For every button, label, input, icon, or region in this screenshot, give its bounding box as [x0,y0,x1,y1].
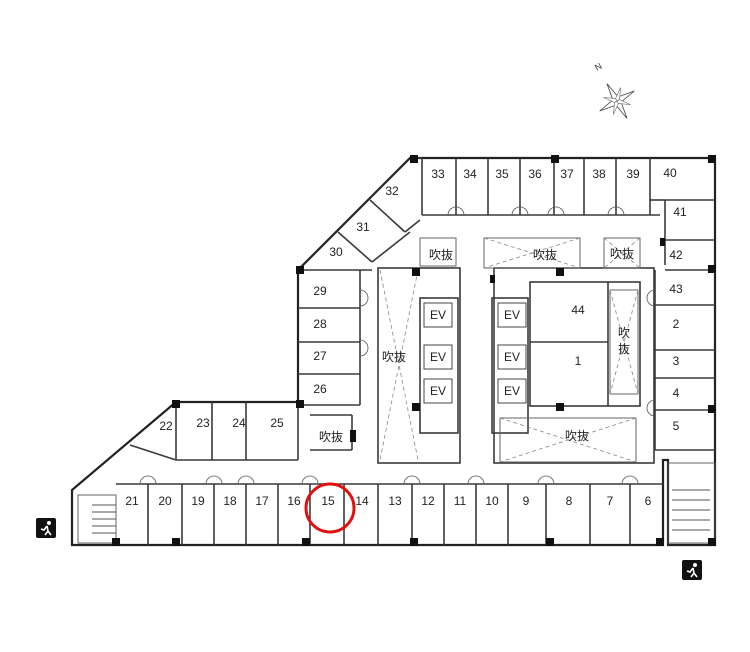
room-label-2: 2 [673,317,680,331]
room-label-17: 17 [255,494,269,508]
room-label-19: 19 [191,494,205,508]
room-label-37: 37 [560,167,574,181]
room-label-15: 15 [321,494,335,508]
room-label-28: 28 [313,317,327,331]
room-label-29: 29 [313,284,327,298]
room-label-43: 43 [669,282,683,296]
room-label-9: 9 [523,494,530,508]
top-room-walls [421,158,665,216]
stair-lines-left [92,504,116,534]
room-label-5: 5 [673,419,680,433]
left-room-walls [298,270,361,406]
room-label-11: 11 [454,494,467,508]
emergency-exit-icon [682,560,702,580]
void-label-vertical-top: 吹 [618,326,630,340]
room-label-38: 38 [592,167,606,181]
room-label-14: 14 [355,494,369,508]
void-label: 吹抜 [610,247,634,261]
room-label-31: 31 [356,220,370,234]
room-label-12: 12 [421,494,435,508]
room-label-13: 13 [388,494,402,508]
room-label-39: 39 [626,167,640,181]
room-label-10: 10 [485,494,499,508]
room-labels: 21 20 19 18 17 16 15 14 13 12 11 10 9 8 … [125,166,687,508]
room-label-44: 44 [571,303,585,317]
elevator-label: EV [504,350,520,364]
emergency-exit-icon [36,518,56,538]
room-label-8: 8 [566,494,573,508]
stair-lines-right [672,489,710,531]
void-label-vertical-bottom: 抜 [618,342,630,356]
room-label-33: 33 [431,167,445,181]
elevator-label: EV [504,308,520,322]
room-label-18: 18 [223,494,237,508]
room-label-41: 41 [673,205,687,219]
room-label-36: 36 [528,167,542,181]
door-arcs [139,206,656,485]
room-label-35: 35 [495,167,509,181]
void-label: 吹抜 [429,248,453,262]
bottom-room-walls [116,483,663,545]
room-label-27: 27 [313,349,327,363]
void-label: 吹抜 [533,248,557,262]
compass-rose-icon [599,83,635,119]
room-label-4: 4 [673,386,680,400]
north-label: N [593,61,604,73]
pillars [112,155,716,546]
diagonal-room-walls [298,157,422,271]
upper-left-room-walls [129,402,353,461]
void-areas [379,237,641,463]
room-label-21: 21 [125,494,139,508]
elevator-boxes [423,302,527,404]
elevator-label: EV [430,384,446,398]
room-label-30: 30 [329,245,343,259]
room-label-24: 24 [232,416,246,430]
room-label-7: 7 [607,494,614,508]
elevator-label: EV [430,350,446,364]
void-label: 吹抜 [382,350,406,364]
room-label-42: 42 [669,248,683,262]
room-label-1: 1 [575,354,582,368]
void-label: 吹抜 [565,429,589,443]
room-label-25: 25 [270,416,284,430]
room-label-20: 20 [158,494,172,508]
void-labels: 吹抜 吹抜 吹抜 吹抜 吹抜 吹抜 吹 抜 [319,247,634,444]
room-label-40: 40 [663,166,677,180]
room-label-22: 22 [159,419,173,433]
room-label-3: 3 [673,354,680,368]
building-outline [70,156,717,547]
elevator-labels: EV EV EV EV EV EV [430,308,520,398]
room-label-23: 23 [196,416,210,430]
room-label-34: 34 [463,167,477,181]
stair-right [667,462,716,544]
highlight-marker-room-15 [304,482,356,534]
room-label-16: 16 [287,494,301,508]
room-label-26: 26 [313,382,327,396]
room-label-32: 32 [385,184,399,198]
elevator-label: EV [504,384,520,398]
right-room-walls [654,199,715,451]
void-label: 吹抜 [319,430,343,444]
elevator-label: EV [430,308,446,322]
room-label-6: 6 [645,494,652,508]
